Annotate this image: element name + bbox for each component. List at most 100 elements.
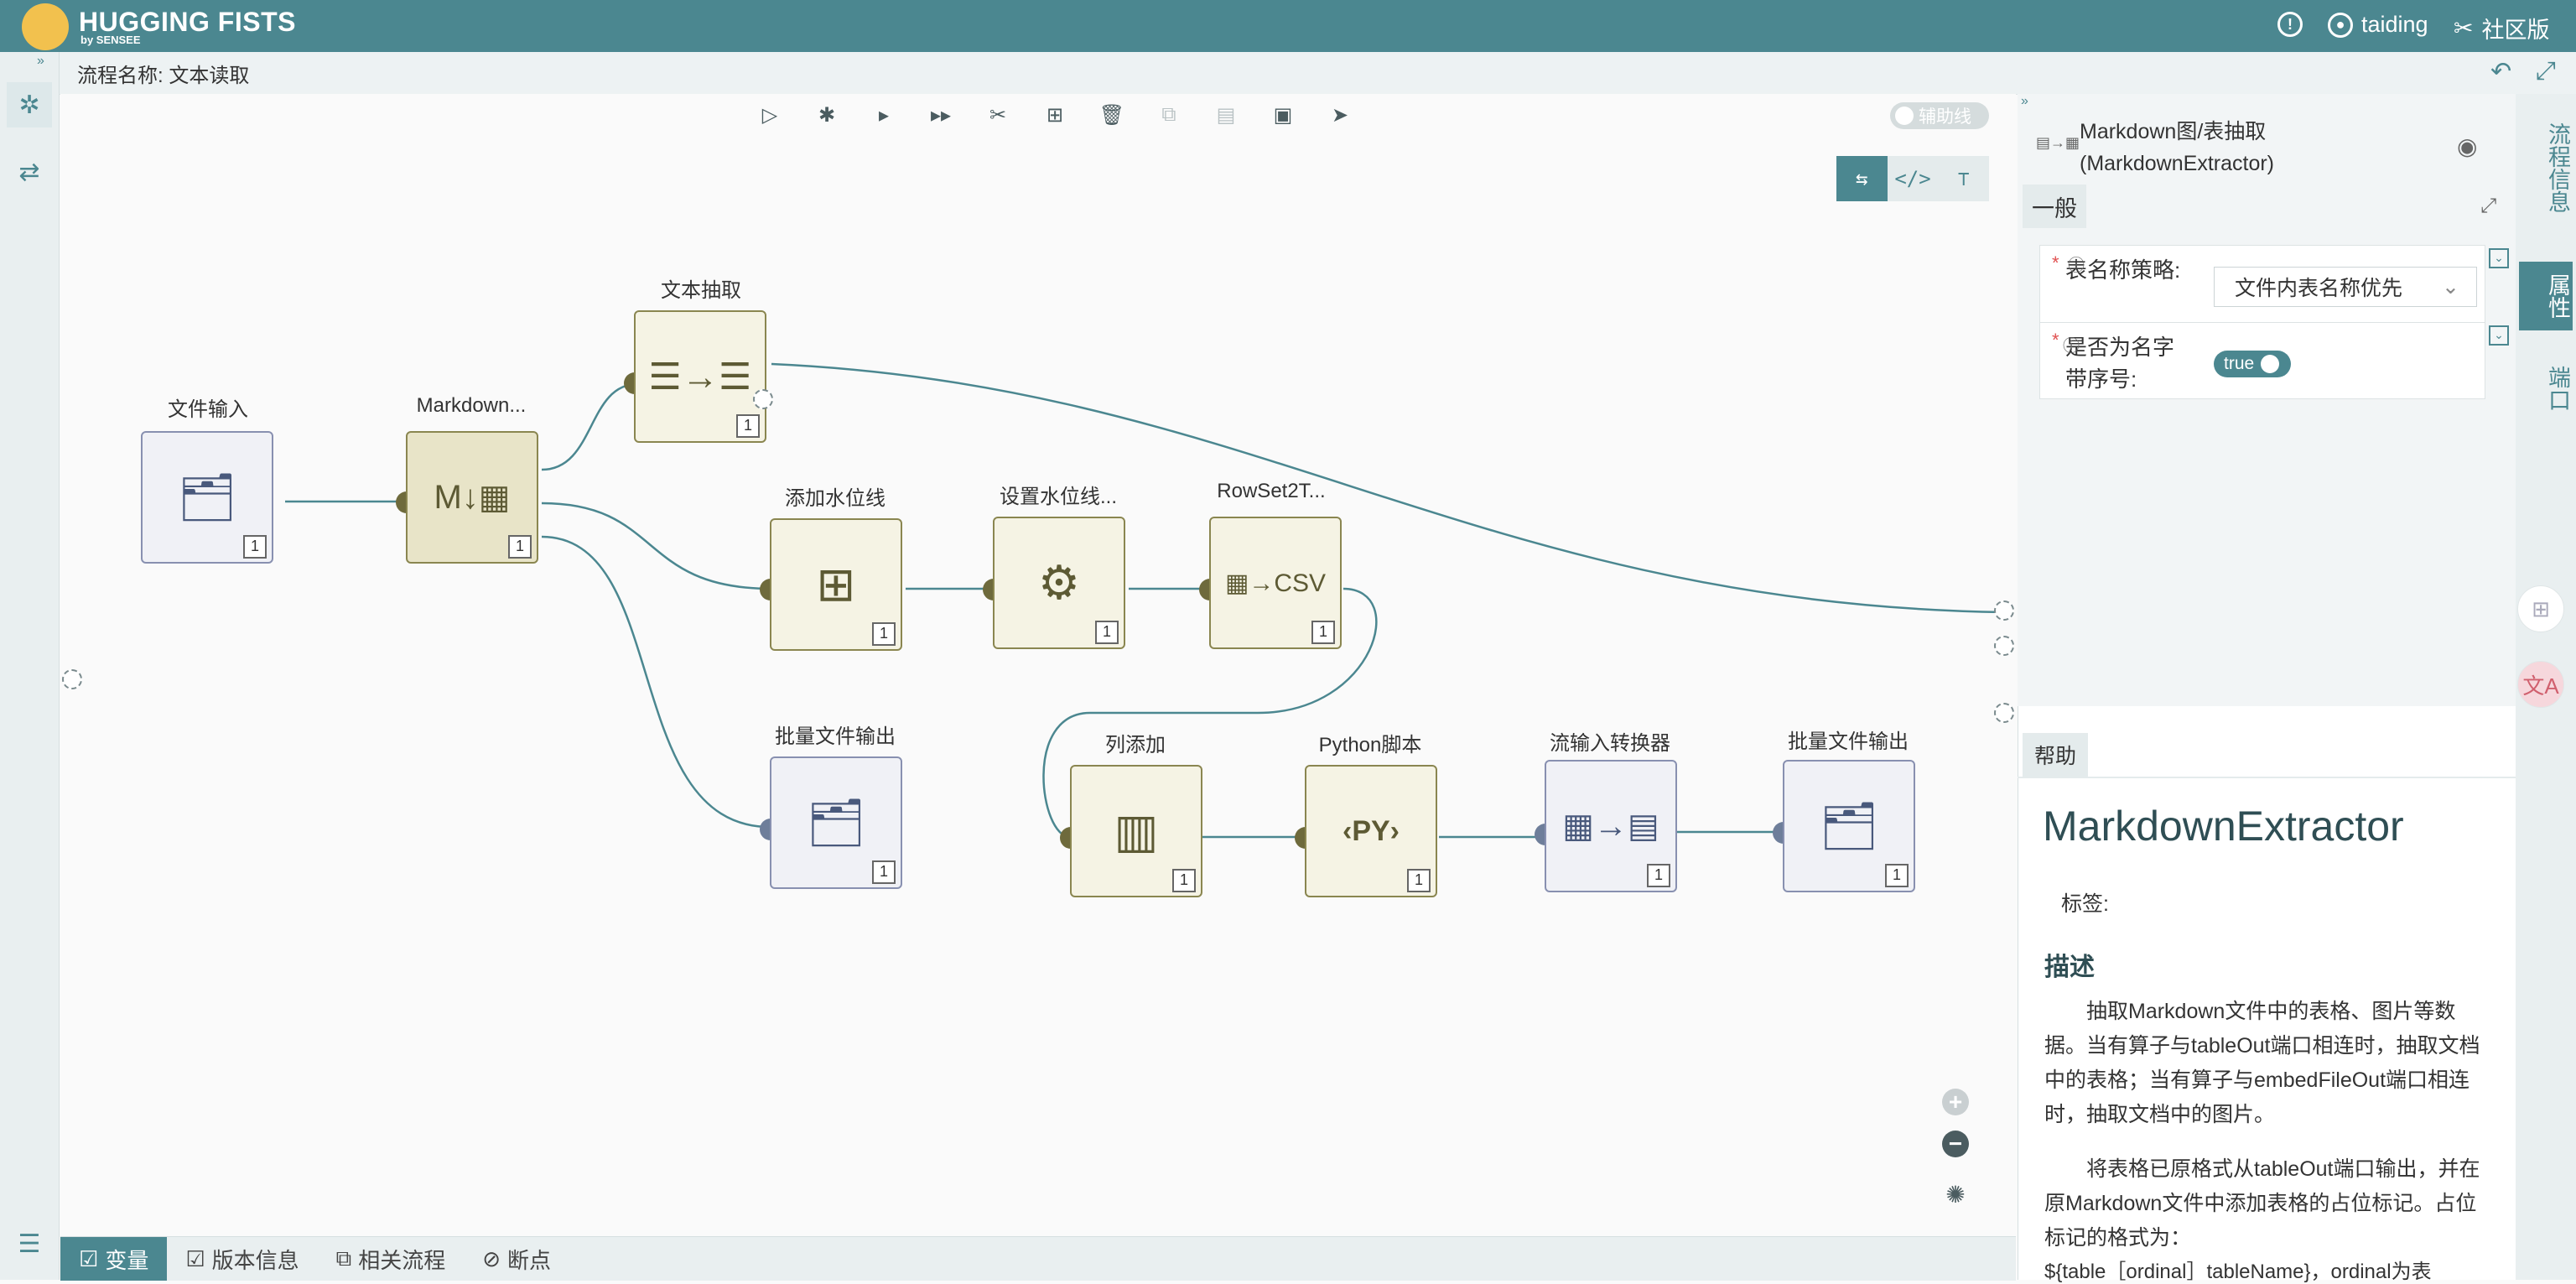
tree-view-icon[interactable]: ⊤ — [1957, 167, 1970, 190]
tab-breakpoints[interactable]: ⊘断点 — [482, 1245, 552, 1273]
code-view-icon[interactable]: </> — [1894, 167, 1931, 190]
tab-general[interactable]: 一般 — [2023, 185, 2086, 228]
columns-add-icon: ▥ — [1114, 804, 1159, 857]
tab-help[interactable]: 帮助 — [2023, 733, 2088, 777]
node-python-script[interactable]: ‹PY› 1 — [1305, 765, 1437, 897]
flow-input-port[interactable] — [62, 669, 82, 689]
node-text-extract[interactable]: ☰→☰ 1 — [634, 310, 766, 443]
tab-related-flows[interactable]: ⧉相关流程 — [335, 1245, 446, 1273]
edge — [541, 382, 638, 471]
prop-label: 是否为名字带序号: — [2065, 335, 2175, 392]
checkbox-icon: ☑ — [79, 1245, 99, 1271]
prop-row-name-with-index: * 是否为名字带序号: — [2039, 322, 2485, 399]
flow-output-port[interactable] — [1994, 703, 2014, 723]
rail-flow-info[interactable]: 流程信息 — [2545, 122, 2570, 213]
table-name-strategy-select[interactable]: 文件内表名称优先 ⌄ — [2214, 267, 2477, 307]
expand-icon[interactable]: ⤢ — [2480, 195, 2497, 217]
node-rowset2t[interactable]: ▦→CSV 1 — [1209, 517, 1342, 649]
rail-ports[interactable]: 端口 — [2545, 366, 2570, 411]
breakpoint-icon: ⊘ — [482, 1245, 501, 1271]
tools-icon: ✂ — [2454, 15, 2474, 41]
edges-layer — [285, 362, 2005, 839]
node-count: 1 — [1311, 621, 1335, 644]
cut-icon[interactable]: ✂ — [989, 103, 1007, 127]
collapse-prop-icon[interactable]: ⌄ — [2489, 325, 2509, 346]
node-add-watermark[interactable]: ⊞ 1 — [770, 518, 902, 651]
node-set-watermark[interactable]: ⚙ 1 — [993, 517, 1125, 649]
publish-icon[interactable]: ➤ — [1331, 103, 1349, 127]
add-screen-icon[interactable]: ⊞ — [1046, 103, 1064, 127]
edge — [541, 535, 771, 829]
undo-icon[interactable]: ↶ — [2490, 58, 2512, 86]
node-markdown-extractor[interactable]: M↓▦ 1 — [406, 431, 538, 564]
user-menu[interactable]: ● taiding — [2328, 12, 2428, 38]
node-batch-output-2[interactable]: 🗂 1 — [1783, 760, 1915, 892]
required-mark: * — [2052, 330, 2059, 351]
fullscreen-icon[interactable]: ⤢ — [2536, 57, 2556, 85]
step-icon[interactable]: ▸ — [878, 103, 890, 127]
tab-version-info[interactable]: ☑版本信息 — [185, 1245, 299, 1273]
apps-icon[interactable]: ⊞ — [2517, 585, 2564, 632]
collapse-left-icon[interactable]: » — [37, 54, 44, 68]
view-switch: ⇆ </> ⊤ — [1836, 156, 1989, 201]
required-mark: * — [2052, 252, 2059, 273]
flow-output-port[interactable] — [1994, 600, 2014, 621]
collapse-right-icon[interactable]: » — [2021, 94, 2028, 108]
paste-icon[interactable]: ▤ — [1216, 103, 1236, 127]
flow-view-icon[interactable]: ⇆ — [1836, 156, 1888, 201]
edge — [1042, 587, 1378, 839]
copy-icon[interactable]: ⧉ — [1161, 103, 1176, 126]
edge — [771, 362, 2005, 614]
edge — [541, 502, 772, 590]
node-count: 1 — [1095, 621, 1119, 644]
add-stamp-icon: ⊞ — [816, 558, 856, 611]
debug-icon[interactable]: ✱ — [818, 103, 836, 127]
help-description-heading: 描述 — [2044, 954, 2095, 981]
node-count: 1 — [1407, 869, 1431, 892]
run-icon[interactable]: ▷ — [761, 103, 778, 127]
divider — [2018, 777, 2516, 778]
python-icon: ‹PY› — [1343, 814, 1400, 847]
aux-line-toggle[interactable]: 辅助线 — [1890, 102, 1989, 129]
community-label: 社区版 — [2481, 18, 2550, 43]
save-icon[interactable]: ▣ — [1273, 103, 1293, 127]
username: taiding — [2361, 12, 2428, 37]
rail-properties[interactable]: 属性 — [2519, 262, 2573, 330]
node-label-python: Python脚本 — [1318, 734, 1422, 756]
help-tags: 标签: — [2061, 892, 2109, 916]
node-file-input[interactable]: 🗂 1 — [141, 431, 273, 564]
zoom-out-icon[interactable]: − — [1942, 1131, 1969, 1157]
help-paragraph: 抽取Markdown文件中的表格、图片等数据。当有算子与tableOut端口相连… — [2044, 1000, 2480, 1126]
fit-view-icon[interactable]: ✺ — [1945, 1181, 1966, 1208]
step-all-icon[interactable]: ▸▸ — [930, 103, 952, 127]
checklist-icon[interactable]: ☰ — [18, 1229, 41, 1258]
help-paragraph: 将表格已原格式从tableOut端口输出，并在原Markdown文件中添加表格的… — [2044, 1157, 2480, 1250]
name-with-index-toggle[interactable]: true — [2214, 351, 2291, 377]
collapse-prop-icon[interactable]: ⌄ — [2489, 248, 2509, 268]
help-button[interactable]: ! — [2277, 12, 2303, 37]
community-edition[interactable]: ✂ 社区版 — [2454, 12, 2549, 44]
translate-icon[interactable]: 文A — [2517, 661, 2564, 708]
aux-line-label: 辅助线 — [1919, 107, 1971, 127]
output-port-empty[interactable] — [753, 389, 773, 409]
flow-canvas[interactable] — [60, 94, 2016, 1236]
help-title: MarkdownExtractor — [2043, 803, 2404, 850]
flow-output-port[interactable] — [1994, 636, 2014, 656]
node-count: 1 — [1647, 864, 1670, 887]
node-count: 1 — [736, 414, 760, 438]
flow-name: 流程名称: 文本读取 — [77, 65, 250, 87]
stamp-settings-icon: ⚙ — [1037, 556, 1081, 609]
node-stream-converter[interactable]: ▦→▤ 1 — [1545, 760, 1677, 892]
node-label-stream-converter: 流输入转换器 — [1550, 732, 1670, 755]
tab-variables[interactable]: ☑变量 — [60, 1237, 168, 1281]
nodes-graph-icon[interactable]: ✲ — [7, 82, 52, 127]
node-count: 1 — [1172, 869, 1196, 892]
node-column-add[interactable]: ▥ 1 — [1070, 765, 1202, 897]
eye-icon[interactable]: ◉ — [2457, 133, 2478, 159]
properties-panel-top — [2018, 94, 2516, 706]
flow-tree-icon[interactable]: ⇄ — [18, 158, 40, 186]
node-batch-output-1[interactable]: 🗂 1 — [770, 756, 902, 889]
delete-icon[interactable]: 🗑 — [1098, 103, 1125, 127]
zoom-in-icon[interactable]: + — [1942, 1089, 1969, 1115]
panel-node-title: Markdown图/表抽取 (MarkdownExtractor) — [2080, 120, 2274, 175]
